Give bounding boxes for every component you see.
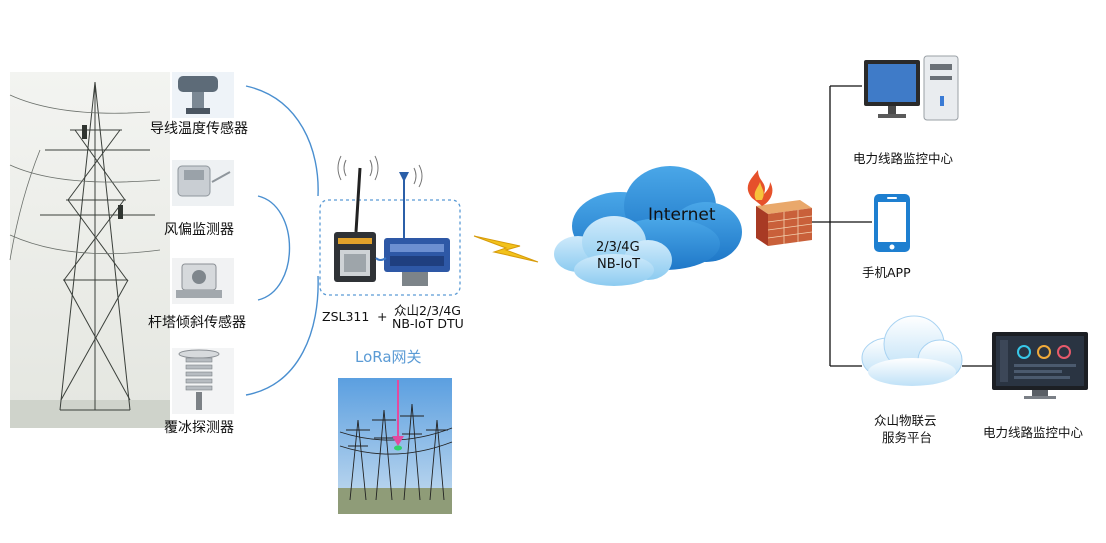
internet-label: Internet xyxy=(648,205,716,225)
mobile-app-label: 手机APP xyxy=(862,262,911,281)
cloud-platform-label-line2: 服务平台 xyxy=(882,427,932,446)
wireless-lightning-icon xyxy=(474,236,538,262)
dtu-device xyxy=(376,165,450,286)
arc-wind-tilt xyxy=(258,196,290,300)
cellular-label-line2: NB-IoT xyxy=(597,257,640,272)
mobile-phone-icon xyxy=(874,194,910,252)
tower-photo xyxy=(10,72,170,428)
sensor-connector-arcs xyxy=(246,86,318,395)
gateway-plus-label: + xyxy=(377,309,387,324)
arc-conductor-temp xyxy=(246,86,318,196)
arc-icing xyxy=(246,276,318,395)
cloud-monitor-center-label: 电力线路监控中心 xyxy=(983,422,1083,441)
sensor-label-icing: 覆冰探测器 xyxy=(164,417,234,437)
dtu-label-line2: NB-IoT DTU xyxy=(392,316,464,331)
sensor-label-tower-tilt: 杆塔倾斜传感器 xyxy=(148,312,246,332)
monitor-center-label: 电力线路监控中心 xyxy=(853,148,953,167)
firewall-icon xyxy=(748,170,812,246)
power-line-photo xyxy=(338,378,452,514)
lora-gateway-device xyxy=(334,156,378,282)
dashboard-monitor-icon xyxy=(992,332,1088,399)
sensor-thumb-wind-deviation xyxy=(172,160,234,206)
sensor-label-conductor-temp: 导线温度传感器 xyxy=(150,118,248,138)
sensor-thumb-icing xyxy=(172,348,234,414)
sensor-thumb-tower-tilt xyxy=(172,258,234,304)
cellular-label-line1: 2/3/4G xyxy=(596,240,640,255)
gateway-model-label: ZSL311 xyxy=(322,309,369,324)
lora-gateway-label: LoRa网关 xyxy=(355,346,422,367)
sensor-label-wind-deviation: 风偏监测器 xyxy=(164,219,234,239)
desktop-computer-icon xyxy=(864,56,958,120)
sensor-thumb-conductor-temp xyxy=(172,72,234,118)
cloud-platform-icon xyxy=(862,316,962,386)
